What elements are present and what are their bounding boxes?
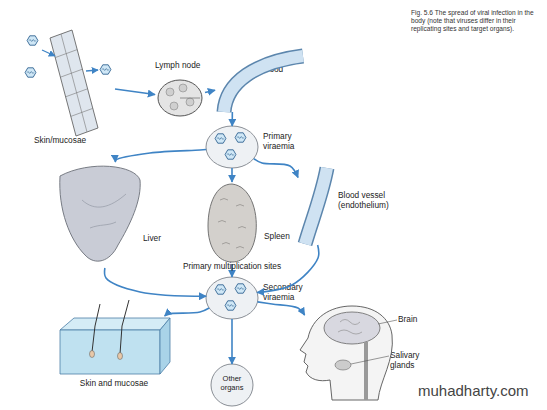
node-label: Lymph node bbox=[155, 61, 215, 71]
node-label: Other organs bbox=[213, 375, 251, 392]
spread-arrow bbox=[231, 112, 233, 126]
spleen-illustration bbox=[218, 199, 246, 249]
head-target: BrainSalivary glands bbox=[295, 315, 395, 400]
node-label: Blood vessel (endothelium) bbox=[338, 191, 408, 210]
spread-arrow bbox=[258, 302, 305, 315]
spleen-organ: Spleen bbox=[207, 182, 257, 264]
spread-arrow bbox=[165, 308, 210, 316]
lymph-node-illustration bbox=[186, 98, 194, 106]
skin-block-illustration bbox=[118, 353, 123, 360]
viraemia-circle: Secondary viraemia bbox=[205, 276, 259, 320]
blood-vessel-illustration bbox=[224, 56, 303, 112]
viraemia-particles bbox=[215, 285, 226, 294]
lymph-node-illustration bbox=[179, 84, 187, 92]
head-illustration bbox=[324, 312, 380, 344]
liver-organ: Liver bbox=[55, 162, 143, 268]
liver-illustration bbox=[60, 166, 140, 261]
head-illustration bbox=[335, 360, 351, 370]
blood-vessel: Blood bbox=[215, 48, 307, 112]
skin-block-illustration bbox=[60, 300, 170, 374]
endothelium-vessel-illustration bbox=[305, 168, 327, 244]
node-label: Salivary glands bbox=[390, 351, 435, 370]
node-label: Primary viraemia bbox=[263, 132, 305, 151]
node-label: Skin and mucosae bbox=[58, 379, 170, 389]
spleen-illustration bbox=[208, 184, 256, 262]
entry-site: Skin/mucosae bbox=[20, 30, 115, 135]
skin-block-illustration bbox=[90, 351, 95, 358]
blood-vessel-illustration bbox=[224, 56, 303, 112]
viraemia-particles bbox=[215, 133, 246, 310]
liver-illustration bbox=[82, 194, 126, 228]
viraemia-particles bbox=[235, 133, 246, 142]
node-label: Spleen bbox=[264, 232, 298, 242]
skin-block-illustration bbox=[92, 300, 129, 354]
skin-block-illustration bbox=[60, 318, 170, 330]
blood-vessel-illustration bbox=[224, 56, 303, 112]
skin-target: Skin and mucosae bbox=[58, 316, 170, 376]
viraemia-particles bbox=[225, 150, 236, 159]
spread-arrow bbox=[231, 168, 233, 182]
outline-shape bbox=[205, 276, 259, 320]
node-label: Blood bbox=[262, 65, 302, 75]
skin-mucosae-illustration bbox=[55, 50, 93, 117]
lymph-node-illustration bbox=[180, 98, 200, 99]
endothelium-vessel: Blood vessel (endothelium) bbox=[298, 163, 335, 245]
endothelium-vessel-illustration bbox=[305, 168, 327, 244]
group-label: Primary multiplication sites bbox=[172, 262, 292, 272]
skin-mucosae-illustration bbox=[100, 65, 111, 74]
skin-mucosae-illustration bbox=[42, 50, 55, 56]
lymph-node-illustration bbox=[170, 102, 178, 110]
head-illustration bbox=[351, 320, 397, 364]
skin-block-illustration bbox=[160, 318, 170, 374]
lymph-node-illustration bbox=[158, 80, 202, 116]
head-illustration bbox=[364, 342, 368, 400]
skin-mucosae-illustration bbox=[25, 30, 111, 136]
liver-illustration bbox=[60, 166, 140, 261]
skin-mucosae-illustration bbox=[50, 30, 98, 136]
viraemia-particles bbox=[215, 134, 226, 143]
circle-outline bbox=[206, 126, 258, 168]
figure-caption: Fig. 5.6 The spread of viral infection i… bbox=[411, 9, 543, 34]
node-label: Brain bbox=[398, 315, 438, 325]
spleen-illustration bbox=[208, 184, 256, 262]
skin-mucosae-illustration bbox=[25, 68, 36, 77]
circle-outline bbox=[206, 277, 258, 319]
head-illustration bbox=[300, 306, 392, 400]
lymph-node-illustration bbox=[158, 80, 202, 116]
viraemia-particles bbox=[225, 301, 236, 310]
organ-circle: Other organs bbox=[210, 363, 254, 407]
lymph-node-illustration bbox=[166, 88, 174, 96]
skin-mucosae-illustration bbox=[61, 34, 87, 132]
spread-arrow bbox=[231, 319, 233, 364]
node-label: Secondary viraemia bbox=[263, 283, 311, 302]
node-label: Skin/mucosae bbox=[34, 136, 114, 146]
node-label: Liver bbox=[143, 234, 173, 244]
spread-arrow bbox=[115, 149, 206, 162]
skin-mucosae-illustration bbox=[27, 36, 38, 45]
skin-block-illustration bbox=[60, 330, 160, 374]
lymph-node: Lymph node bbox=[155, 77, 205, 119]
head-illustration bbox=[300, 306, 397, 400]
endothelium-vessel-illustration bbox=[305, 168, 327, 244]
skin-mucosae-illustration bbox=[86, 70, 98, 71]
viraemia-circle: Primary viraemia bbox=[205, 125, 259, 169]
viraemia-particles bbox=[235, 284, 246, 293]
head-illustration bbox=[338, 320, 362, 335]
watermark: muhadharty.com bbox=[418, 382, 543, 399]
spread-arrow bbox=[105, 268, 206, 296]
outline-shape bbox=[205, 125, 259, 169]
spread-arrow bbox=[115, 89, 155, 95]
spread-arrow bbox=[205, 90, 215, 92]
spread-arrow bbox=[254, 159, 298, 178]
circle-outline bbox=[211, 364, 253, 406]
